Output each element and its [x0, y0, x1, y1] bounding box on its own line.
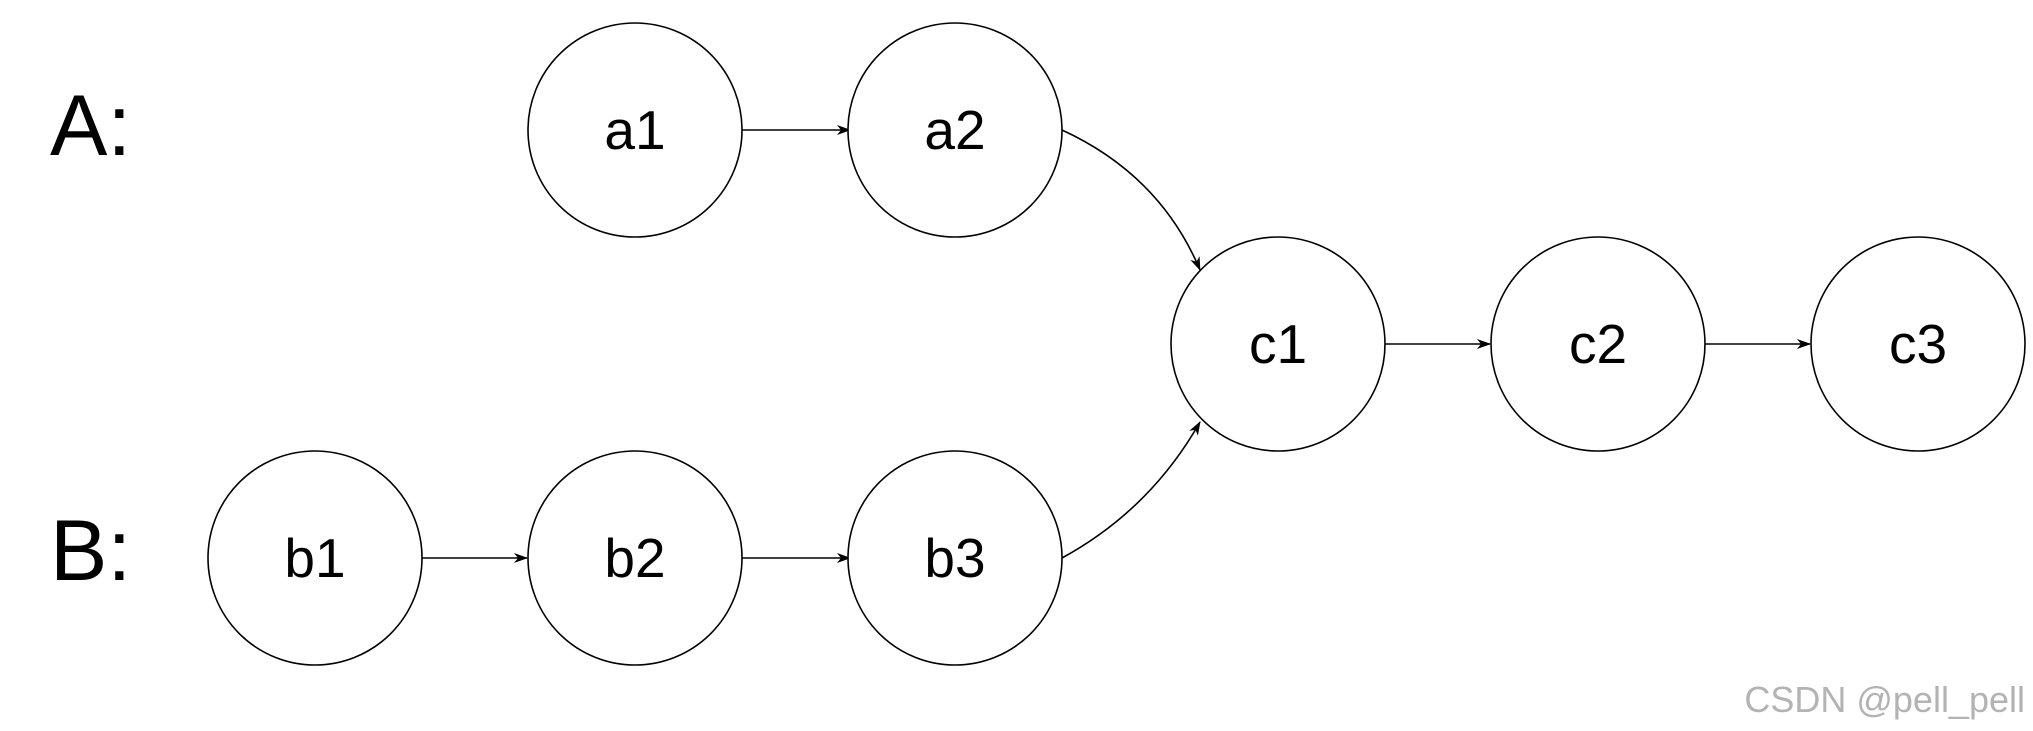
node-a1-label: a1: [604, 99, 665, 161]
node-b1: b1: [207, 450, 423, 666]
node-c2: c2: [1490, 236, 1706, 452]
node-a2-label: a2: [924, 99, 985, 161]
list-b-label: B:: [50, 503, 131, 599]
list-a-label: A:: [50, 78, 131, 174]
node-c1: c1: [1170, 236, 1386, 452]
node-c3-label: c3: [1889, 313, 1947, 375]
node-b3-label: b3: [924, 527, 985, 589]
node-b2-label: b2: [604, 527, 665, 589]
node-c2-label: c2: [1569, 313, 1627, 375]
node-a1: a1: [527, 22, 743, 238]
node-a2: a2: [847, 22, 1063, 238]
edge-b3-c1: [1061, 421, 1201, 559]
node-c1-label: c1: [1249, 313, 1307, 375]
node-b1-label: b1: [284, 527, 345, 589]
watermark: CSDN @pell_pell: [1744, 679, 2025, 720]
node-b2: b2: [527, 450, 743, 666]
node-c3: c3: [1810, 236, 2026, 452]
edge-a2-c1: [1061, 129, 1201, 271]
node-b3: b3: [847, 450, 1063, 666]
